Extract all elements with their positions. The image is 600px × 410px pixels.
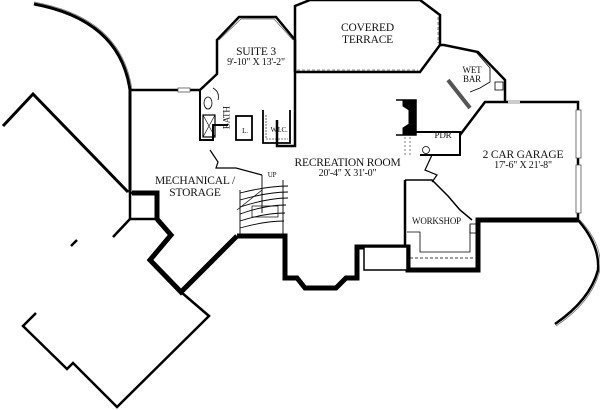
deck-outline bbox=[21, 291, 211, 409]
staircase bbox=[236, 175, 289, 236]
room-name: BATH bbox=[221, 106, 232, 130]
room-name: W.I.C. bbox=[270, 126, 288, 134]
wall-rec-west bbox=[209, 149, 263, 176]
mechanical-storage-label: MECHANICAL / STORAGE bbox=[150, 175, 240, 199]
garage-door-1 bbox=[575, 109, 582, 159]
bath-label: BATH bbox=[221, 103, 232, 133]
room-name: L. bbox=[242, 127, 248, 135]
wall-lower-left-heavy bbox=[146, 217, 239, 296]
covered-terrace-label: COVERED TERRACE bbox=[325, 22, 410, 46]
exterior-arc-southeast bbox=[554, 219, 600, 326]
linen-closet bbox=[235, 115, 253, 141]
wall-suite3 bbox=[199, 15, 297, 148]
suite-3-label: SUITE 3 9'-10" X 13'-2" bbox=[220, 46, 292, 69]
wall-covered-terrace bbox=[293, 0, 442, 74]
room-name: WORKSHOP bbox=[412, 216, 461, 226]
recreation-room-label: RECREATION ROOM 20'-4" X 31'-0" bbox=[285, 157, 410, 180]
room-name: RECREATION ROOM bbox=[294, 157, 401, 169]
linen-label: L. bbox=[239, 127, 251, 135]
wall-garage bbox=[459, 100, 580, 220]
room-name: MECHANICAL / bbox=[155, 175, 235, 187]
pdr-label: PDR bbox=[430, 130, 456, 140]
workbench bbox=[407, 225, 471, 253]
room-dimensions: 17'-6" X 21'-8" bbox=[494, 160, 552, 172]
wall-deck-diagonal bbox=[1, 91, 130, 194]
garage-door-2 bbox=[575, 164, 582, 214]
wet-bar-label: WET BAR bbox=[455, 65, 489, 85]
room-name: WET bbox=[462, 65, 482, 75]
room-name: SUITE 3 bbox=[236, 46, 276, 58]
wall-wet-bar bbox=[440, 43, 507, 102]
room-dimensions: 20'-4" X 31'-0" bbox=[318, 168, 377, 180]
stair-wall-bottom bbox=[237, 217, 578, 291]
stairs-label: UP bbox=[267, 171, 277, 179]
stairs-up-label: UP bbox=[265, 171, 279, 179]
room-name: PDR bbox=[434, 130, 452, 140]
room-name: COVERED bbox=[341, 22, 394, 34]
room-name: STORAGE bbox=[169, 187, 221, 200]
room-name: 2 CAR GARAGE bbox=[482, 149, 564, 161]
room-dimensions: 9'-10" X 13'-2" bbox=[227, 57, 285, 69]
stair-landing-box bbox=[363, 246, 408, 271]
wic-label: W.I.C. bbox=[268, 126, 290, 134]
workshop-label: WORKSHOP bbox=[405, 216, 468, 226]
wall-wic bbox=[262, 110, 291, 144]
room-name: BAR bbox=[463, 74, 481, 85]
shower bbox=[202, 114, 216, 138]
garage-label: 2 CAR GARAGE 17'-6" X 21'-8" bbox=[473, 149, 573, 172]
exterior-arc-northwest bbox=[33, 2, 132, 91]
room-name: TERRACE bbox=[342, 34, 393, 47]
wall-bath bbox=[199, 90, 228, 141]
wall-pdr bbox=[416, 131, 461, 156]
